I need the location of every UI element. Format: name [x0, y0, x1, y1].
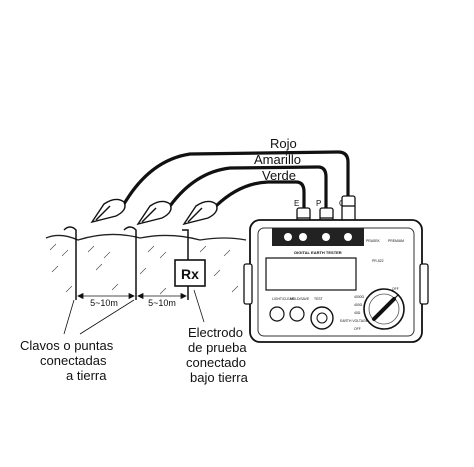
spikes-caption: Clavos o puntas conectadas a tierra — [20, 338, 114, 383]
terminal-label-e: E — [294, 199, 299, 208]
ground-surface-line — [45, 233, 247, 241]
wire-label-green: Verde — [262, 168, 296, 183]
wires — [122, 150, 350, 210]
wire-label-yellow: Amarillo — [254, 152, 301, 167]
dial-label-earth-voltage: EARTH VOLTAGE — [340, 319, 369, 323]
dial-label-4000: 4000Ω — [354, 295, 365, 299]
distance-label-2: 5~10m — [148, 298, 176, 308]
clip-green — [182, 200, 218, 226]
spike-2 — [123, 226, 137, 300]
rx-label: Rx — [181, 266, 199, 282]
electrode-caption: Electrodo de prueba conectado bajo tierr… — [186, 325, 249, 385]
rotary-dial[interactable] — [363, 288, 405, 330]
button-label-light: LIGHT/CLEAR — [272, 297, 295, 301]
lcd-display — [265, 257, 357, 291]
spike-1 — [63, 226, 77, 300]
wire-label-red: Rojo — [270, 136, 297, 151]
model-label: PR-522 — [372, 259, 384, 263]
rx-electrode-box: Rx — [174, 259, 206, 287]
clip-red — [90, 198, 126, 224]
wire-red — [122, 150, 350, 205]
terminal-socket-strip — [272, 228, 364, 246]
earth-tester-meter: DIGITAL EARTH TESTER PRASEK PREMIUM PR-5… — [243, 219, 429, 343]
distance-markers — [77, 292, 187, 300]
test-button[interactable] — [310, 306, 334, 330]
alligator-clips — [90, 198, 218, 226]
label-leaders — [63, 289, 205, 335]
hold-save-button[interactable] — [289, 306, 305, 322]
dial-label-off-bottom: OFF — [354, 327, 361, 331]
dial-label-40: 40Ω — [354, 311, 361, 315]
electrode-caption-line-1: Electrodo — [188, 325, 243, 340]
spikes-caption-line-1: Clavos o puntas — [20, 338, 114, 353]
dial-label-off-top: OFF — [392, 287, 399, 291]
electrode-caption-line-2: de prueba — [188, 340, 247, 355]
light-clear-button[interactable] — [269, 306, 285, 322]
electrode-caption-line-4: bajo tierra — [190, 370, 249, 385]
dial-label-400: 400Ω — [354, 303, 363, 307]
distance-label-1: 5~10m — [90, 298, 118, 308]
meter-panel-label: DIGITAL EARTH TESTER — [294, 250, 342, 255]
ground-hatching — [49, 243, 239, 295]
electrode-caption-line-3: conectado — [186, 355, 246, 370]
clip-yellow — [136, 200, 172, 226]
wire-yellow — [168, 165, 328, 210]
spikes-caption-line-3: a tierra — [66, 368, 107, 383]
brand-logo: PRASEK — [366, 239, 380, 243]
test-button-inner — [316, 312, 328, 324]
earth-spikes — [63, 226, 189, 300]
wire-green — [214, 180, 306, 210]
button-label-test: TEST — [314, 297, 323, 301]
brand-tag: PREMIUM — [388, 239, 404, 243]
terminal-label-p: P — [316, 199, 321, 208]
button-label-hold: HOLD/SAVE — [290, 297, 310, 301]
spikes-caption-line-2: conectadas — [40, 353, 107, 368]
